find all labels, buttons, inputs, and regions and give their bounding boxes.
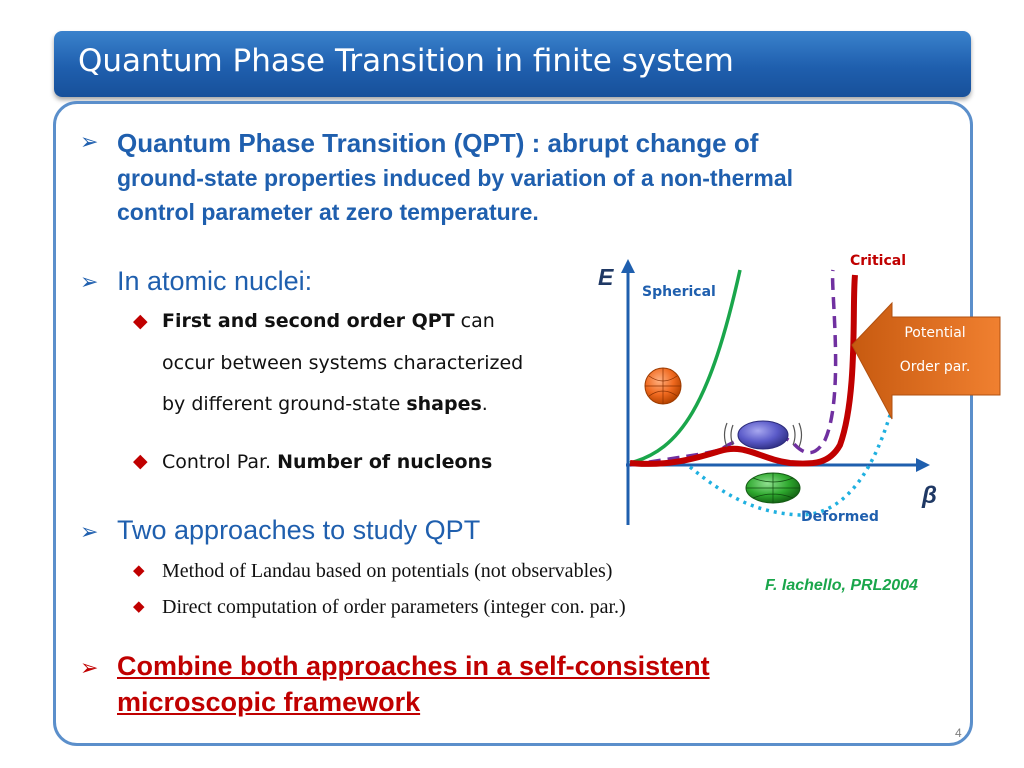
combine-line2: microscopic framework [117, 687, 421, 717]
label-deformed: Deformed [801, 509, 879, 525]
deformed-grid-icon [746, 473, 800, 503]
deformed-curve [688, 414, 892, 517]
sub1-rest: can [454, 310, 495, 332]
arrow-bullet-icon: ➢ [80, 656, 99, 681]
nuclei-heading: In atomic nuclei: [117, 266, 313, 296]
sub2-pre: Control Par. [162, 451, 278, 473]
sub1-line3-post: . [481, 393, 488, 415]
vibration-lines-icon [723, 422, 803, 448]
sub1-line3-bold: shapes [406, 393, 482, 415]
label-critical: Critical [850, 253, 906, 269]
content-frame [53, 101, 973, 746]
arrow-label-order: Order par. [900, 359, 971, 375]
sphere-grid-icon [645, 368, 681, 404]
page-number: 4 [955, 726, 962, 740]
combine-line1: Combine both approaches in a self-consis… [117, 651, 710, 681]
spherical-curve [629, 269, 742, 465]
sub1-bold: First and second order QPT [162, 310, 455, 332]
diamond-bullet-icon: ◆ [133, 451, 148, 472]
critical-curve [629, 274, 858, 467]
axis-label-beta: β [921, 482, 937, 509]
critical-nucleus-icon [737, 420, 789, 450]
sub1-line3: by different ground-state shapes. [162, 393, 488, 415]
arrow-bullet-icon: ➢ [80, 130, 99, 155]
sub1-line1: First and second order QPT can [162, 310, 495, 332]
potential-order-arrow [851, 301, 1001, 420]
e-axis-arrow-icon [621, 259, 635, 273]
label-spherical: Spherical [642, 284, 716, 300]
qpt-line1: Quantum Phase Transition (QPT) : abrupt … [117, 128, 759, 158]
dashed-curve [629, 269, 838, 467]
diamond-bullet-icon: ◆ [133, 562, 145, 579]
arrow-bullet-icon: ➢ [80, 520, 99, 545]
diamond-bullet-icon: ◆ [133, 598, 145, 615]
axis-label-e: E [598, 264, 614, 290]
sub2-bold: Number of nucleons [277, 451, 493, 473]
sub1-line3-pre: by different ground-state [162, 393, 407, 415]
sub2-line: Control Par. Number of nucleons [162, 451, 492, 473]
arrow-bullet-icon: ➢ [80, 270, 99, 295]
approaches-heading: Two approaches to study QPT [117, 515, 481, 545]
slide-title: Quantum Phase Transition in finite syste… [78, 43, 734, 79]
title-bar: Quantum Phase Transition in finite syste… [54, 31, 971, 97]
beta-axis-arrow-icon [916, 458, 930, 472]
arrow-label-potential: Potential [904, 325, 965, 341]
sub1-line2: occur between systems characterized [162, 352, 524, 374]
approach1: Method of Landau based on potentials (no… [162, 560, 613, 582]
potential-energy-figure: E β Spherical Critical Deformed Potentia… [598, 253, 1001, 525]
citation: F. Iachello, PRL2004 [765, 577, 918, 594]
diamond-bullet-icon: ◆ [133, 311, 148, 332]
qpt-line3: control parameter at zero temperature. [117, 199, 539, 225]
approach2: Direct computation of order parameters (… [162, 596, 626, 618]
qpt-line2: ground-state properties induced by varia… [117, 165, 794, 191]
